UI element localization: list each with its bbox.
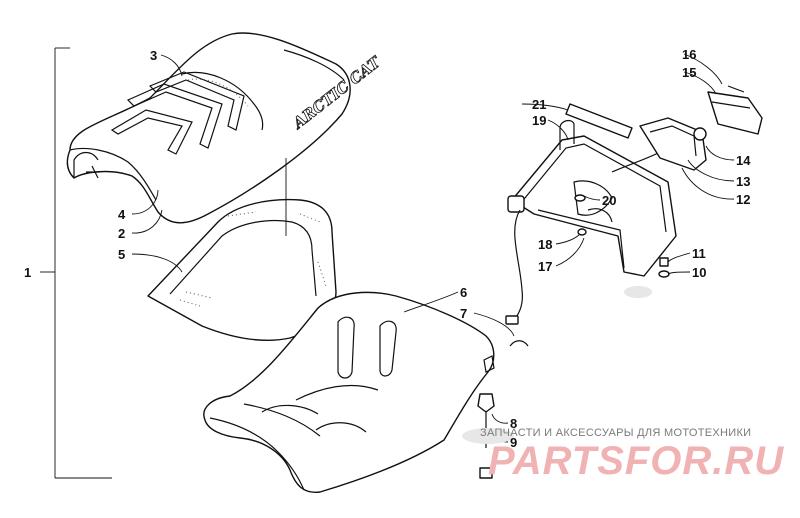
seat-base [203, 291, 495, 493]
leader-lines [131, 53, 735, 443]
watermark-logo: PARTSFOR.RU [488, 439, 784, 483]
callout-10: 10 [692, 265, 706, 280]
reflector-strip [565, 103, 633, 139]
callout-16: 16 [682, 47, 696, 62]
callout-14: 14 [736, 153, 751, 168]
callout-13: 13 [736, 174, 750, 189]
callout-17: 17 [538, 259, 552, 274]
callout-20: 20 [602, 193, 616, 208]
callout-12: 12 [736, 192, 750, 207]
callout-4: 4 [118, 207, 126, 222]
callout-5: 5 [118, 247, 125, 262]
callout-3: 3 [150, 48, 157, 63]
callout-2: 2 [118, 226, 125, 241]
callout-7: 7 [460, 306, 467, 321]
callout-labels: 1 2 3 4 5 6 7 8 9 10 11 12 13 14 15 16 1… [24, 47, 751, 450]
callout-15: 15 [682, 65, 696, 80]
callout-11: 11 [692, 246, 706, 261]
callout-9: 9 [510, 435, 517, 450]
seat-foam [147, 198, 337, 342]
callout-21: 21 [532, 97, 546, 112]
callout-19: 19 [532, 113, 546, 128]
assembly-bracket [40, 47, 112, 479]
watermark: ЗАПЧАСТИ И АКСЕССУАРЫ ДЛЯ МОТОТЕХНИКИ PA… [462, 286, 784, 483]
callout-18: 18 [538, 237, 552, 252]
callout-6: 6 [460, 285, 467, 300]
callout-1: 1 [24, 265, 31, 280]
luggage-rack [507, 119, 677, 277]
callout-8: 8 [510, 416, 517, 431]
watermark-tagline: ЗАПЧАСТИ И АКСЕССУАРЫ ДЛЯ МОТОТЕХНИКИ [480, 427, 751, 439]
seat-cover: ARCTIC CAT [66, 32, 386, 224]
taillight-assembly [639, 85, 763, 171]
